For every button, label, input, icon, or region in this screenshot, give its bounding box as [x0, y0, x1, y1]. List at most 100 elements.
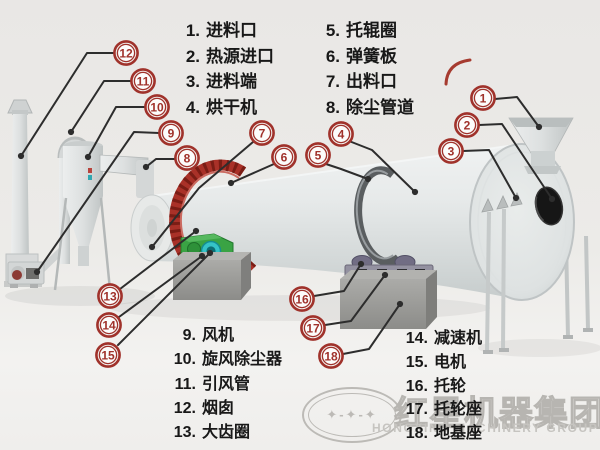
legend-item-number: 14.	[405, 330, 428, 347]
legend-item-number: 6.	[325, 46, 340, 66]
legend-item-number: 3.	[185, 72, 200, 91]
legend-item-label: 减速机	[434, 330, 483, 347]
legend-item: 2.热源进口	[178, 44, 274, 70]
legend-item-label: 大齿圈	[202, 424, 251, 442]
legend-item: 4.烘干机	[178, 95, 274, 121]
foundation-base-left	[173, 252, 251, 300]
callout-badge-11: 11	[130, 68, 156, 94]
riding-ring	[354, 166, 402, 266]
callout-line-6	[230, 163, 275, 184]
callout-line-1	[494, 96, 540, 128]
callout-dot-7	[148, 243, 156, 251]
watermark-company-name: 红星机器集团	[393, 394, 600, 433]
legend-item-number: 2.	[185, 46, 200, 66]
callout-number: 6	[281, 150, 288, 164]
callout-number: 14	[102, 318, 116, 332]
callout-dot-17	[381, 271, 389, 279]
callout-dot-2	[548, 195, 556, 203]
callout-number: 9	[168, 126, 175, 140]
callout-badge-12: 12	[113, 40, 139, 66]
legend-item: 10.旋风除尘器	[166, 348, 282, 372]
legend-item-number: 7.	[325, 72, 340, 91]
legend-item-number: 16.	[405, 377, 428, 395]
watermark-logo-inner-ring	[308, 393, 396, 437]
legend-item-number: 12.	[173, 399, 196, 417]
legend-item-label: 引风管	[202, 375, 251, 393]
callout-line-3	[462, 149, 517, 199]
legend-item-label: 托辊圈	[346, 21, 397, 40]
foundation-base-right	[340, 270, 437, 329]
legend-item-label: 烟囱	[202, 399, 235, 417]
callout-dot-8	[142, 163, 150, 171]
legend-item-number: 17.	[405, 401, 428, 419]
legend-item: 1.进料口	[178, 18, 274, 44]
legend-item-label: 进料端	[206, 72, 257, 91]
callout-dot-12	[17, 152, 25, 160]
callout-line-15	[117, 252, 211, 346]
legend-item: 6. 弹簧板	[318, 44, 414, 70]
legend-item-label: 弹簧板	[346, 46, 397, 66]
callout-line-2	[478, 123, 553, 200]
watermark-logo-stars: ✦-✦-✦	[326, 407, 378, 422]
callout-badge-10: 10	[144, 94, 170, 120]
legend-item: 7. 出料口	[318, 69, 414, 95]
legend-item-number: 8.	[325, 97, 340, 117]
legend-item-label: 出料口	[346, 72, 397, 91]
callout-badge-15: 15	[95, 342, 121, 368]
legend-item: 17.托轮座	[398, 398, 482, 422]
legend-item: 18. 地基座	[398, 422, 482, 446]
drum-discharge-end	[130, 194, 174, 262]
legend-item: 11.引风管	[166, 373, 282, 397]
callout-dot-18	[396, 300, 404, 308]
watermark-logo: ✦-✦-✦	[302, 387, 402, 443]
callout-dot-1	[535, 123, 543, 131]
legend-item: 13. 大齿圈	[166, 421, 282, 445]
red-arc-decoration	[444, 58, 472, 86]
callout-number: 15	[101, 348, 115, 362]
callout-number: 4	[338, 127, 345, 141]
legend-item: 5.托辊圈	[318, 18, 414, 44]
legend-item-label: 进料口	[206, 21, 257, 40]
legend-item-number: 15.	[405, 353, 428, 371]
dust-removal-pipe	[99, 154, 154, 198]
legend-item-label: 烘干机	[206, 97, 257, 117]
legend-item: 15.电机	[398, 351, 482, 375]
callout-badge-6: 6	[271, 144, 297, 170]
legend-item-label: 除尘管道	[346, 97, 414, 117]
callout-dot-16	[357, 260, 365, 268]
legend-item-number: 13.	[173, 424, 196, 442]
callout-badge-16: 16	[289, 286, 315, 312]
legend-item: 12. 烟囱	[166, 397, 282, 421]
callout-badge-7: 7	[249, 120, 275, 146]
callout-number: 18	[324, 349, 338, 363]
legend-item-number: 18.	[405, 425, 428, 443]
callout-dot-14	[198, 252, 206, 260]
callout-dot-4	[411, 188, 419, 196]
callout-dot-15	[206, 249, 214, 257]
callout-line-8	[145, 158, 176, 168]
callout-badge-1: 1	[470, 85, 496, 111]
callout-badge-2: 2	[454, 112, 480, 138]
legend-item-label: 地基座	[434, 425, 483, 443]
legend-item: 9.风机	[166, 324, 282, 348]
callout-number: 13	[103, 289, 117, 303]
callout-line-18	[342, 303, 401, 355]
callout-badge-5: 5	[305, 142, 331, 168]
callout-line-12	[20, 52, 115, 157]
callout-number: 17	[306, 321, 320, 335]
callout-number: 16	[295, 292, 309, 306]
legend-item: 14. 减速机	[398, 327, 482, 351]
callout-badge-14: 14	[96, 312, 122, 338]
callout-line-17	[324, 274, 386, 326]
legend-item-number: 10.	[173, 351, 196, 369]
callout-badge-18: 18	[318, 343, 344, 369]
legend-item-number: 9.	[182, 327, 196, 344]
callout-line-14	[118, 255, 203, 318]
